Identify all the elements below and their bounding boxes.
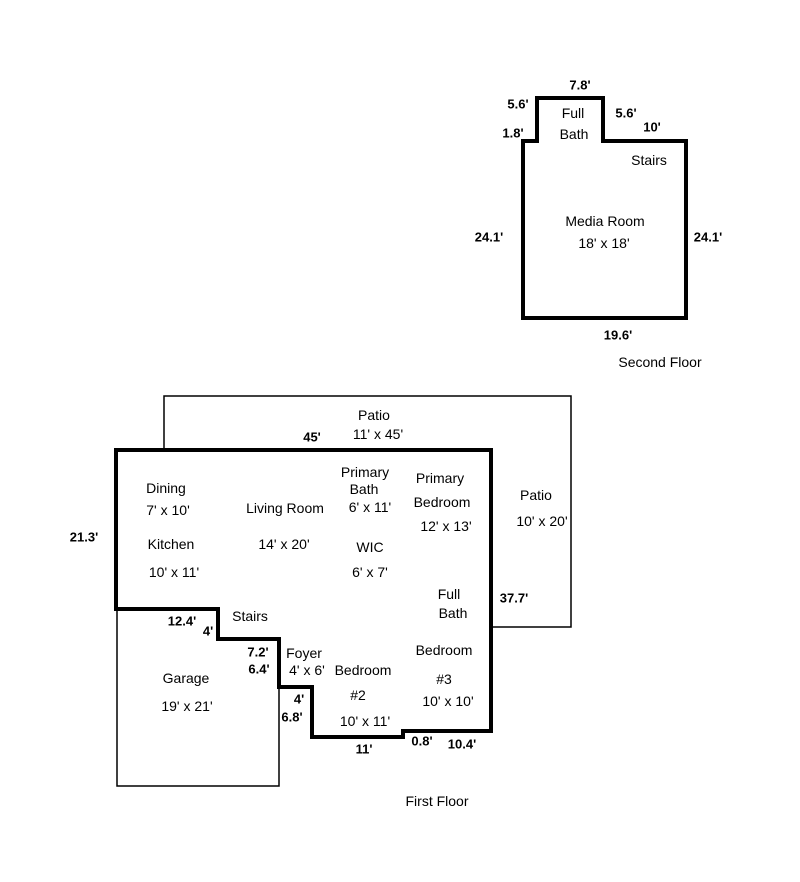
room-label-full: Full (437, 586, 461, 602)
dimension-label-11: 11' (355, 741, 373, 757)
room-label-kitchen: Kitchen (147, 536, 195, 552)
dimension-label-4: 4' (202, 623, 214, 639)
room-label-primary: Primary (415, 470, 465, 486)
room-label-12-x-13: 12' x 13' (420, 518, 472, 534)
room-label-7-x-10: 7' x 10' (146, 502, 190, 518)
room-label-6-x-7: 6' x 7' (352, 564, 388, 580)
room-label-patio: Patio (358, 407, 390, 423)
dimension-label-10: 10' (643, 119, 661, 135)
room-label-6-x-11: 6' x 11' (348, 499, 392, 515)
room-label-foyer: Foyer (286, 645, 322, 661)
room-label-full: Full (561, 105, 585, 121)
room-label-patio: Patio (520, 487, 552, 503)
floor-caption-second-floor: Second Floor (618, 354, 702, 370)
room-label-bath: Bath (438, 605, 468, 621)
dimension-label-0-8: 0.8' (411, 733, 433, 749)
room-label-19-x-21: 19' x 21' (161, 698, 213, 714)
room-label-stairs: Stairs (631, 152, 667, 168)
dimension-label-5-6: 5.6' (615, 105, 637, 121)
room-label-18-x-18: 18' x 18' (578, 235, 630, 251)
room-label-dining: Dining (146, 480, 186, 496)
room-label-14-x-20: 14' x 20' (258, 536, 310, 552)
dimension-label-7-8: 7.8' (569, 77, 591, 93)
room-label-stairs: Stairs (232, 608, 268, 624)
dimension-label-24-1: 24.1' (693, 229, 723, 245)
dimension-label-45: 45' (303, 429, 321, 445)
dimension-label-7-2: 7.2' (247, 644, 269, 660)
room-label-primary: Primary (340, 464, 390, 480)
dimension-label-19-6: 19.6' (603, 327, 633, 343)
room-label-2: #2 (350, 687, 366, 703)
dimension-label-37-7: 37.7' (499, 590, 529, 606)
room-label-bedroom: Bedroom (413, 494, 471, 510)
room-label-4-x-6: 4' x 6' (289, 662, 325, 678)
room-label-bedroom: Bedroom (334, 662, 392, 678)
first-floor-garage-outline (116, 609, 280, 787)
room-label-bath: Bath (559, 126, 589, 142)
dimension-label-21-3: 21.3' (69, 529, 99, 545)
dimension-label-10-4: 10.4' (447, 736, 477, 752)
room-label-10-x-11: 10' x 11' (339, 713, 391, 729)
dimension-label-6-8: 6.8' (281, 709, 303, 725)
room-label-living-room: Living Room (246, 500, 324, 516)
room-label-11-x-45: 11' x 45' (352, 426, 404, 442)
room-label-10-x-11: 10' x 11' (148, 564, 200, 580)
second-floor-outline (521, 96, 688, 320)
room-label-3: #3 (436, 671, 452, 687)
first-floor-outline (114, 448, 493, 739)
room-label-media-room: Media Room (565, 213, 645, 229)
room-label-wic: WIC (356, 539, 384, 555)
room-label-10-x-10: 10' x 10' (422, 693, 474, 709)
dimension-label-1-8: 1.8' (502, 125, 524, 141)
dimension-label-12-4: 12.4' (167, 613, 197, 629)
room-label-garage: Garage (162, 670, 210, 686)
dimension-label-24-1: 24.1' (474, 229, 504, 245)
room-label-bedroom: Bedroom (415, 642, 473, 658)
dimension-label-4: 4' (293, 691, 305, 707)
first-floor-patio-outline (163, 395, 572, 628)
dimension-label-5-6: 5.6' (507, 96, 529, 112)
floor-caption-first-floor: First Floor (405, 793, 469, 809)
dimension-label-6-4: 6.4' (248, 661, 270, 677)
room-label-10-x-20: 10' x 20' (516, 513, 568, 529)
room-label-bath: Bath (349, 481, 379, 497)
